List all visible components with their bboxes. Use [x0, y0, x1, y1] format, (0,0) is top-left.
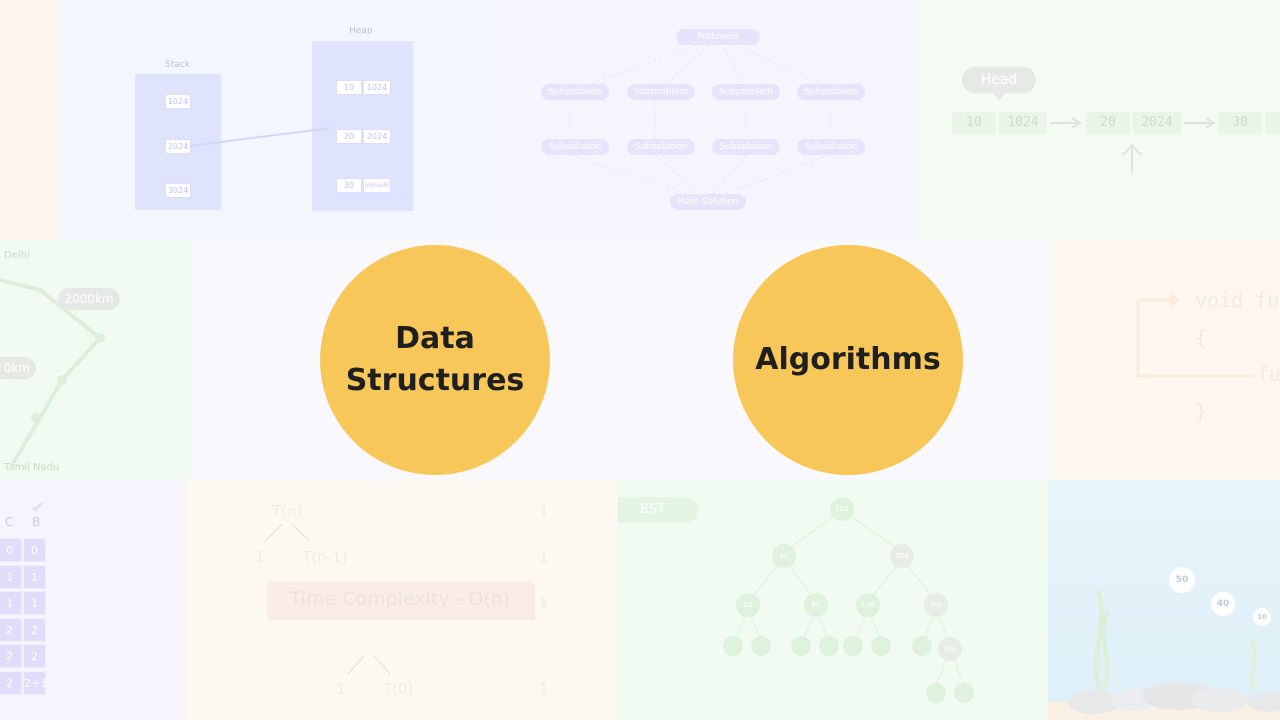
bst-leaf — [819, 636, 839, 656]
dp-subsolution: Subsolution — [627, 139, 695, 155]
bst-node: 500 — [938, 637, 962, 661]
seaweed-and-rocks — [1048, 589, 1280, 720]
bst-leaf — [871, 636, 891, 656]
dp-subproblem: Subproblem — [712, 84, 780, 100]
distance-badge: 0km — [0, 357, 36, 379]
bst-node: 200 — [890, 544, 914, 568]
dp-root: Problems — [676, 29, 760, 45]
algorithms-label: Algorithms — [755, 342, 941, 377]
code-line: void fu — [1195, 288, 1280, 312]
table-cell: 2 — [23, 644, 46, 668]
code-flow-arrow — [1136, 292, 1256, 378]
city-label-top: Delhi — [4, 250, 30, 261]
bst-node: 150 — [856, 593, 880, 617]
algorithms-circle[interactable]: Algorithms — [733, 245, 963, 475]
code-line: { — [1195, 326, 1208, 350]
tile-linked-list: Head 10 1024 20 2024 30 — [918, 0, 1280, 240]
bst-node: 300 — [924, 593, 948, 617]
bst-node: 100 — [830, 497, 854, 521]
table-cell: 2 — [0, 670, 22, 695]
bst-leaf — [912, 636, 932, 656]
dp-subproblem: Subproblem — [627, 84, 695, 100]
dp-subsolution: Subsolution — [797, 139, 865, 155]
data-structures-line2: Structures — [345, 363, 525, 398]
bst-leaf — [843, 636, 863, 656]
data-structures-line1: Data — [395, 321, 475, 356]
tile-map: Delhi 2000km 0km Tamil Nadu — [0, 240, 192, 480]
bst-leaf — [954, 683, 974, 703]
bst-leaf — [791, 636, 811, 656]
distance-badge: 2000km — [58, 288, 120, 310]
bst-node: 10 — [736, 593, 760, 617]
table-header: C — [5, 515, 14, 529]
bst-node: 50 — [772, 544, 796, 568]
tile-dp-tree: Problems Subproblem Subproblem Subproble… — [490, 0, 918, 240]
dp-subproblem: Subproblem — [797, 84, 865, 100]
table-cell: 2+1 — [23, 670, 47, 695]
code-line: } — [1195, 400, 1208, 424]
tile-recursion: T(n) 1 T(n-1) Time Complexity - O(n) 1 T… — [186, 480, 618, 720]
table-cell: 2 — [0, 644, 22, 668]
table-cell: 0 — [0, 538, 22, 562]
table-cell: 1 — [0, 564, 22, 589]
dp-subsolution: Subsolution — [712, 139, 780, 155]
bst-leaf — [751, 636, 771, 656]
table-cell: 2 — [0, 617, 22, 642]
tile-left-edge — [0, 0, 60, 240]
pointer-arrow — [189, 127, 331, 147]
bst-leaf — [723, 636, 743, 656]
recursion-arrows — [263, 523, 391, 675]
table-cell: 1 — [23, 564, 46, 589]
bst-node: 60 — [804, 593, 828, 617]
table-cell: 0 — [23, 538, 46, 562]
table-cell: 2 — [23, 617, 46, 642]
data-structures-circle[interactable]: Data Structures — [320, 245, 550, 475]
city-label-bottom: Tamil Nadu — [4, 462, 60, 473]
tile-code: void fu { fu } — [1052, 240, 1280, 480]
code-line: fu — [1257, 362, 1280, 386]
tile-bst: BST 100 50 200 10 60 150 300 500 — [618, 480, 1048, 720]
dp-subproblem: Subproblem — [541, 84, 609, 100]
tile-aquarium: 50 40 10 — [1048, 480, 1280, 720]
dp-subsolution: Subsolution — [541, 139, 609, 155]
table-header: B — [32, 515, 41, 529]
ll-arrows — [1050, 117, 1216, 172]
bst-leaf — [926, 683, 946, 703]
dp-final: Main Solution — [670, 194, 746, 210]
table-cell: 1 — [23, 591, 46, 615]
table-cell: 1 — [0, 591, 22, 615]
tile-stack-heap: Stack 1024 2024 3024 Heap 10 1024 20 202… — [60, 0, 490, 240]
